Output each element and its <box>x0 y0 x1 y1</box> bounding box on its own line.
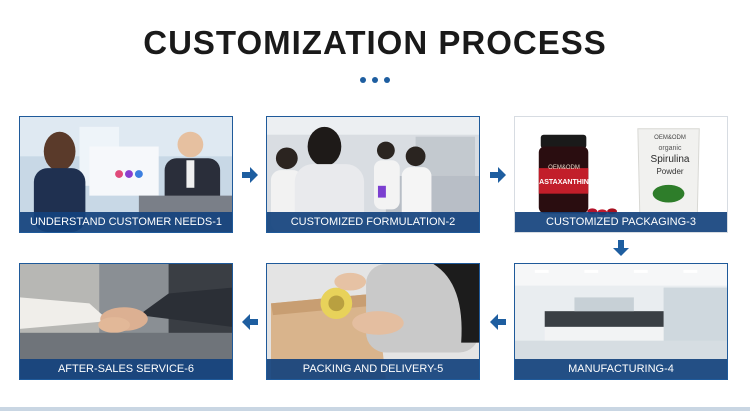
jar-label-text: ASTAXANTHIN <box>539 179 589 186</box>
dot-icon <box>384 77 390 83</box>
pouch-brand-text: OEM&ODM <box>654 135 686 141</box>
step-card-6: AFTER-SALES SERVICE-6 <box>19 263 233 380</box>
step-caption: MANUFACTURING-4 <box>515 359 727 379</box>
pouch-line3-text: Powder <box>656 167 684 176</box>
jar-brand-text: OEM&ODM <box>548 165 580 171</box>
pouch-line1-text: organic <box>658 145 682 152</box>
bottom-divider <box>0 407 750 411</box>
step-caption: CUSTOMIZED PACKAGING-3 <box>515 212 727 232</box>
arrow-right-icon <box>242 167 258 183</box>
step-card-3: OEM&ODM ASTAXANTHIN OEM&ODM organic Spir… <box>514 116 728 233</box>
dot-icon <box>372 77 378 83</box>
step-card-5: PACKING AND DELIVERY-5 <box>266 263 480 380</box>
step-card-1: UNDERSTAND CUSTOMER NEEDS-1 <box>19 116 233 233</box>
arrow-left-icon <box>242 314 258 330</box>
arrow-right-icon <box>490 167 506 183</box>
step-caption: CUSTOMIZED FORMULATION-2 <box>267 212 479 232</box>
pouch-line2-text: Spirulina <box>650 154 690 165</box>
page-title: CUSTOMIZATION PROCESS <box>143 24 607 61</box>
arrow-down-icon <box>613 240 629 256</box>
taping-box-photo <box>267 264 479 379</box>
step-card-2: CUSTOMIZED FORMULATION-2 <box>266 116 480 233</box>
step-card-4: MANUFACTURING-4 <box>514 263 728 380</box>
step-caption: UNDERSTAND CUSTOMER NEEDS-1 <box>20 212 232 232</box>
title-dots <box>360 77 396 83</box>
arrow-left-icon <box>490 314 506 330</box>
step-caption: AFTER-SALES SERVICE-6 <box>20 359 232 379</box>
dot-icon <box>360 77 366 83</box>
step-caption: PACKING AND DELIVERY-5 <box>267 359 479 379</box>
